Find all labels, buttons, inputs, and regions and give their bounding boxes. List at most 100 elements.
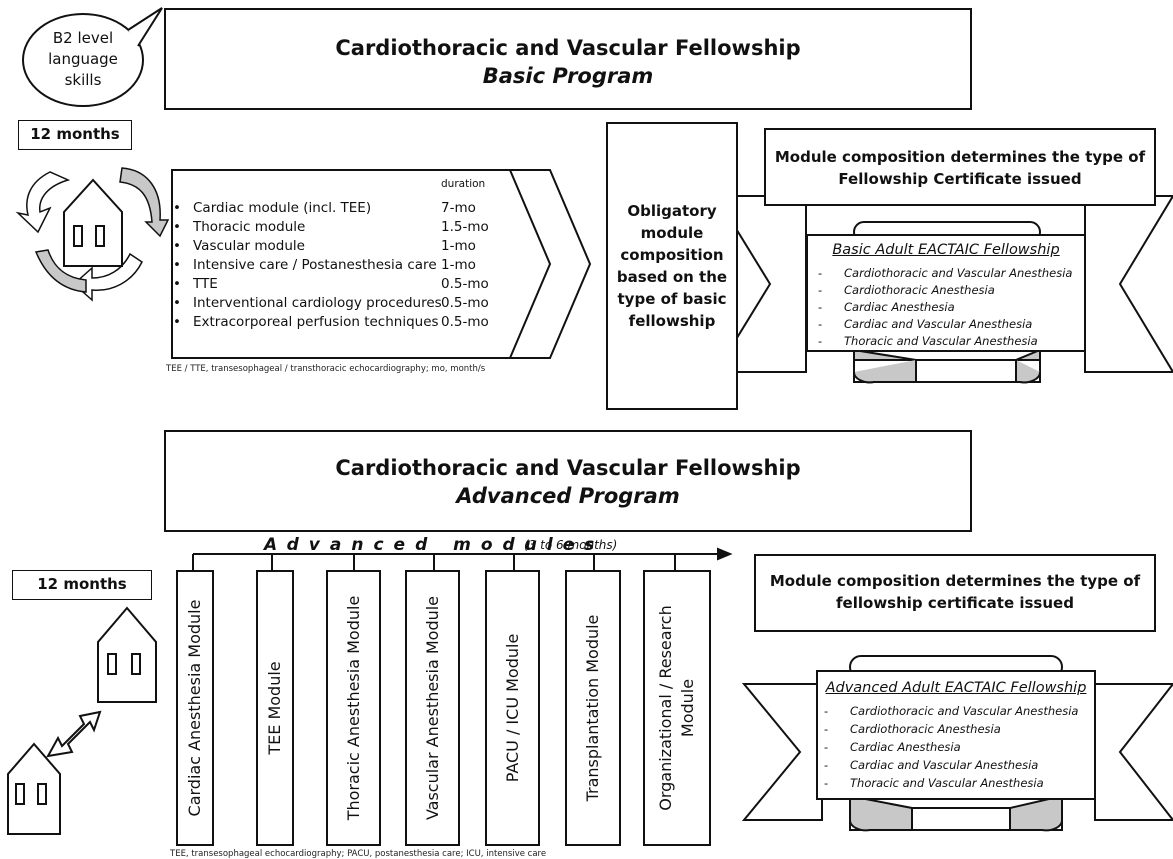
advanced-certificate-title: Advanced Adult EACTAIC Fellowship bbox=[825, 680, 1087, 696]
bullet: • bbox=[173, 257, 181, 273]
obligatory-composition-box: Obligatory module composition based on t… bbox=[606, 122, 738, 410]
duration-header: duration bbox=[441, 178, 486, 190]
module-name: Thoracic module bbox=[193, 219, 306, 235]
basic-footnote: TEE / TTE, transesophageal / transthorac… bbox=[166, 364, 486, 374]
advanced-module-transplantation: Transplantation Module bbox=[565, 570, 621, 846]
composition-line: Fellowship Certificate issued bbox=[838, 170, 1082, 188]
house-icon bbox=[63, 178, 123, 267]
basic-certificate-title: Basic Adult EACTAIC Fellowship bbox=[832, 242, 1060, 258]
certificate-type: Cardiac Anesthesia bbox=[844, 300, 955, 314]
language-bubble-text: B2 level language skills bbox=[30, 28, 136, 91]
basic-subtitle: Basic Program bbox=[482, 64, 654, 88]
module-name: Extracorporeal perfusion techniques bbox=[193, 314, 439, 330]
advanced-module-thoracic: Thoracic Anesthesia Module bbox=[326, 570, 381, 846]
certificate-type: Cardiac and Vascular Anesthesia bbox=[850, 758, 1039, 772]
language-line: skills bbox=[64, 71, 102, 89]
certificate-type: Cardiothoracic and Vascular Anesthesia bbox=[844, 266, 1073, 280]
basic-module-list: duration • Cardiac module (incl. TEE) 7-… bbox=[173, 176, 503, 346]
advanced-certificate-list: -Cardiothoracic and Vascular Anesthesia … bbox=[824, 704, 1090, 796]
module-label: Cardiac Anesthesia Module bbox=[185, 599, 204, 817]
obligatory-line: composition bbox=[620, 246, 724, 264]
cycle-arrows-icon bbox=[15, 167, 170, 302]
basic-certificate-list: -Cardiothoracic and Vascular Anesthesia … bbox=[818, 266, 1080, 352]
advanced-program-header: Cardiothoracic and Vascular Fellowship A… bbox=[164, 430, 972, 532]
module-label: Module bbox=[678, 678, 697, 738]
module-duration: 0.5-mo bbox=[441, 276, 489, 292]
module-label: Organizational / Research bbox=[656, 605, 675, 811]
module-label: Vascular Anesthesia Module bbox=[422, 595, 442, 821]
certificate-type: Cardiothoracic Anesthesia bbox=[844, 283, 995, 297]
dash: - bbox=[818, 283, 823, 297]
house-icon bbox=[7, 742, 61, 835]
obligatory-line: module bbox=[640, 224, 704, 242]
advanced-months-label: 12 months bbox=[12, 570, 152, 600]
certificate-type: Cardiac Anesthesia bbox=[850, 740, 961, 754]
basic-certificate-card: Basic Adult EACTAIC Fellowship - Cardioth… bbox=[806, 234, 1086, 352]
advanced-footnote: TEE, transesophageal echocardiography; P… bbox=[170, 849, 547, 859]
double-arrow-icon bbox=[46, 710, 102, 758]
bullet: • bbox=[173, 219, 181, 235]
dash: - bbox=[824, 704, 829, 718]
advanced-timeline-arrow bbox=[192, 547, 733, 570]
composition-line: fellowship certificate issued bbox=[836, 594, 1074, 612]
module-label: TEE Module bbox=[265, 661, 284, 755]
composition-line: Module composition determines the type o… bbox=[774, 148, 1146, 166]
advanced-title: Cardiothoracic and Vascular Fellowship bbox=[335, 456, 801, 480]
bullet: • bbox=[173, 276, 181, 292]
module-duration: 7-mo bbox=[441, 200, 476, 216]
advanced-modules-heading: Advanced modules bbox=[264, 535, 605, 555]
advanced-module-organizational-research: Organizational / Research Module bbox=[643, 570, 711, 846]
house-icon bbox=[97, 606, 157, 703]
bullet: • bbox=[173, 238, 181, 254]
module-name: Cardiac module (incl. TEE) bbox=[193, 200, 372, 216]
module-label: Thoracic Anesthesia Module bbox=[343, 595, 363, 821]
module-name: Interventional cardiology procedures bbox=[193, 295, 442, 311]
obligatory-line: based on the bbox=[616, 268, 728, 286]
module-duration: 1-mo bbox=[441, 257, 476, 273]
module-name: Intensive care / Postanesthesia care bbox=[193, 257, 437, 273]
advanced-subtitle: Advanced Program bbox=[456, 484, 680, 508]
language-line: B2 level bbox=[52, 29, 114, 47]
composition-line: Module composition determines the type o… bbox=[769, 572, 1141, 590]
module-duration: 1.5-mo bbox=[441, 219, 489, 235]
dash: - bbox=[824, 758, 829, 772]
module-name: TTE bbox=[193, 276, 218, 292]
advanced-module-tee: TEE Module bbox=[256, 570, 294, 846]
advanced-modules-range: (3 to 6 months) bbox=[524, 538, 618, 552]
dash: - bbox=[824, 722, 829, 736]
module-label-group: Organizational / Research Module bbox=[655, 605, 699, 811]
module-duration: 1-mo bbox=[441, 238, 476, 254]
module-duration: 0.5-mo bbox=[441, 314, 489, 330]
advanced-composition-box: Module composition determines the type o… bbox=[754, 554, 1156, 632]
certificate-type: Cardiothoracic and Vascular Anesthesia bbox=[850, 704, 1079, 718]
advanced-certificate-card: Advanced Adult EACTAIC Fellowship - Cardi… bbox=[816, 670, 1096, 800]
basic-months-label: 12 months bbox=[18, 120, 132, 150]
certificate-type: Cardiac and Vascular Anesthesia bbox=[844, 317, 1033, 331]
certificate-type: Thoracic and Vascular Anesthesia bbox=[844, 334, 1038, 348]
module-name: Vascular module bbox=[193, 238, 305, 254]
module-duration: 0.5-mo bbox=[441, 295, 489, 311]
language-line: language bbox=[48, 50, 118, 68]
dash: - bbox=[824, 740, 829, 754]
advanced-module-pacu-icu: PACU / ICU Module bbox=[485, 570, 540, 846]
module-label: Transplantation Module bbox=[583, 614, 602, 802]
basic-program-header: Cardiothoracic and Vascular Fellowship B… bbox=[164, 8, 972, 110]
bullet: • bbox=[173, 200, 181, 216]
dash: - bbox=[818, 300, 823, 314]
dash: - bbox=[818, 334, 823, 348]
obligatory-line: fellowship bbox=[628, 312, 716, 330]
basic-certificate-banner bbox=[714, 195, 1173, 384]
obligatory-line: Obligatory bbox=[627, 202, 717, 220]
advanced-module-cardiac: Cardiac Anesthesia Module bbox=[176, 570, 214, 846]
certificate-type: Thoracic and Vascular Anesthesia bbox=[850, 776, 1044, 790]
dash: - bbox=[818, 317, 823, 331]
bullet: • bbox=[173, 314, 181, 330]
module-label: PACU / ICU Module bbox=[502, 633, 522, 783]
basic-title: Cardiothoracic and Vascular Fellowship bbox=[335, 36, 801, 60]
bullet: • bbox=[173, 295, 181, 311]
basic-composition-box: Module composition determines the type o… bbox=[764, 128, 1156, 206]
modules-arrow-panel bbox=[171, 169, 552, 359]
obligatory-line: type of basic bbox=[617, 290, 727, 308]
certificate-type: Cardiothoracic Anesthesia bbox=[850, 722, 1001, 736]
dash: - bbox=[818, 266, 823, 280]
